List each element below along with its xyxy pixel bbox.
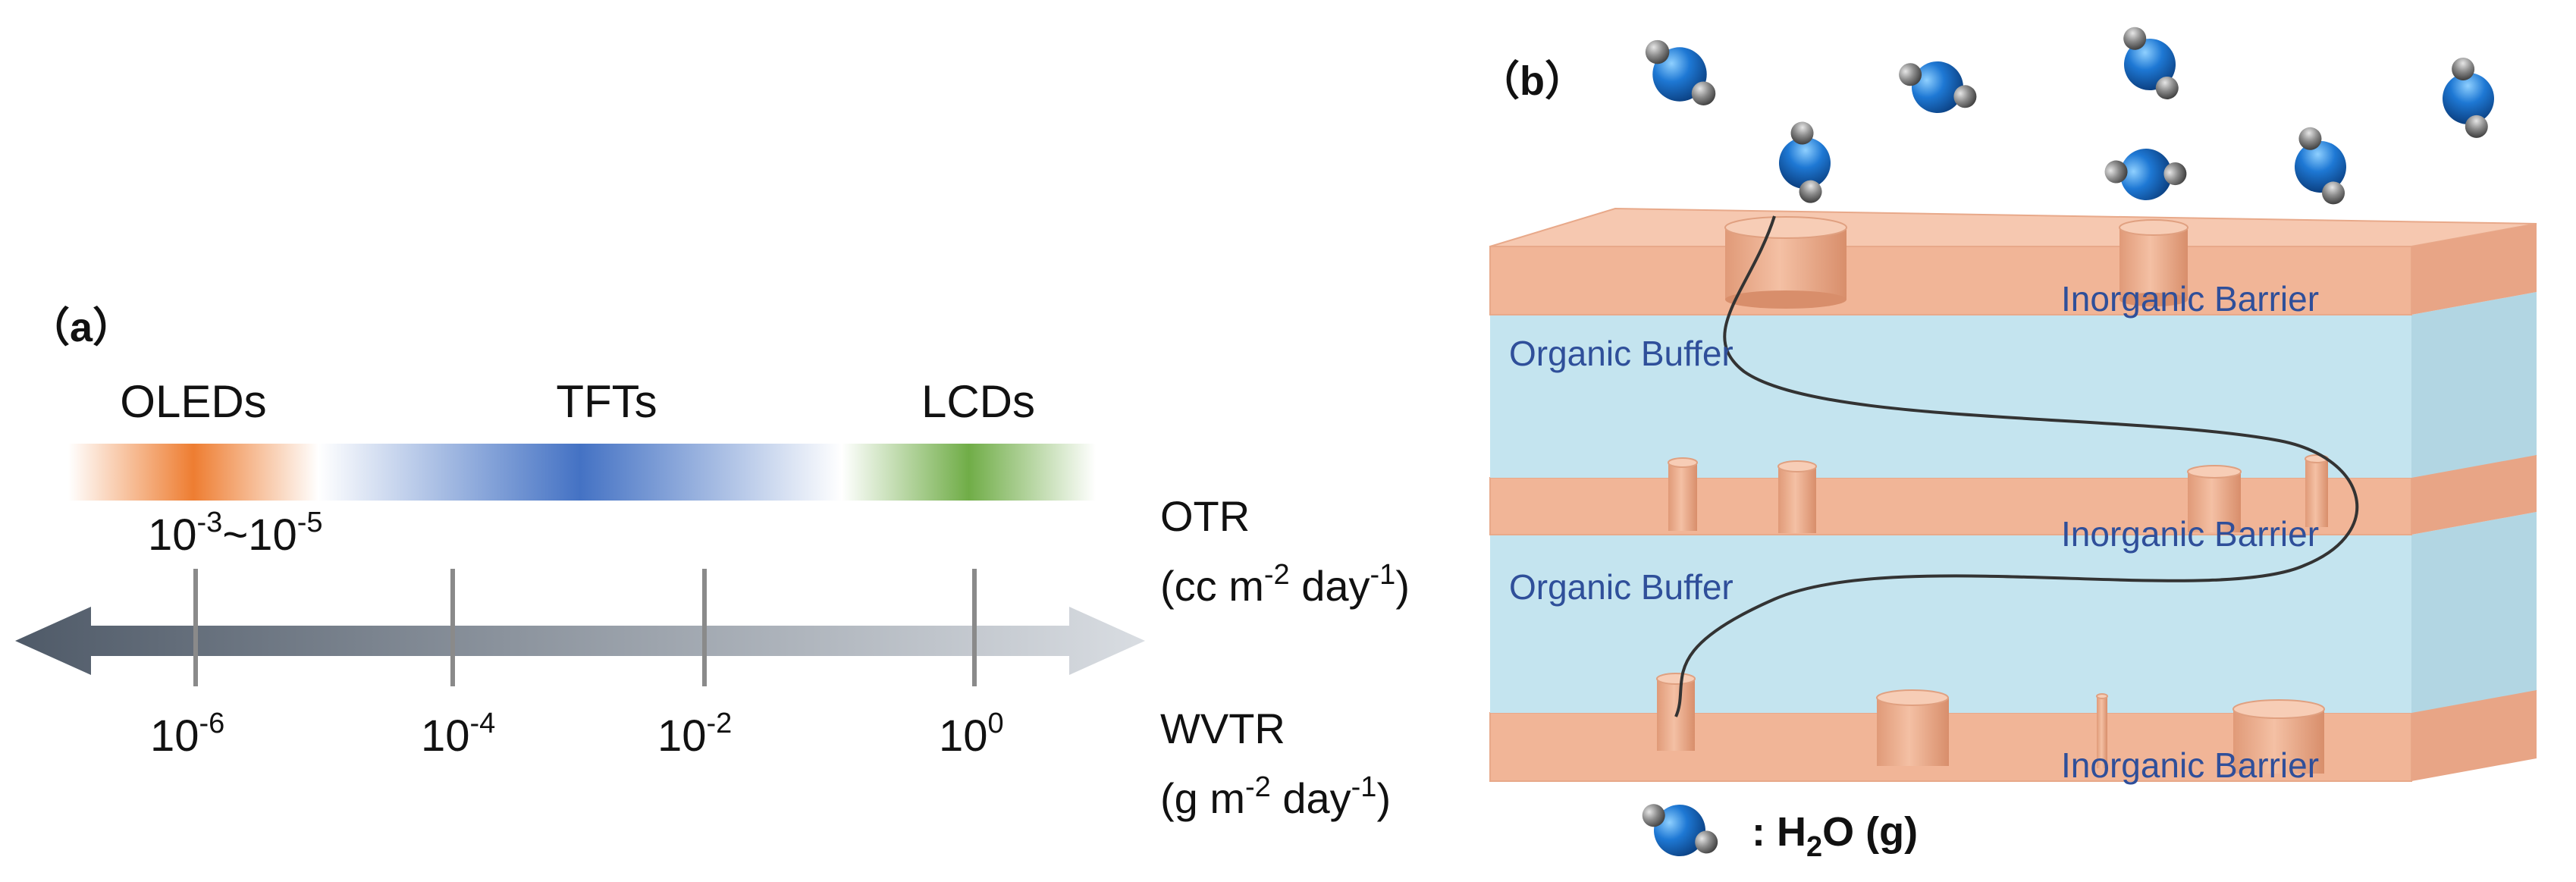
water-molecule-icon bbox=[2100, 127, 2192, 218]
otr-units: (cc m-2 day-1) bbox=[1160, 559, 1410, 610]
panel-b-label: （b） bbox=[1479, 58, 1586, 104]
tick-labels: 10-6 10-4 10-2 100 bbox=[150, 708, 1004, 761]
category-label-oleds: OLEDs bbox=[120, 376, 266, 427]
tick-label: 10-2 bbox=[657, 708, 732, 761]
inorganic-barrier-label: Inorganic Barrier bbox=[2061, 514, 2319, 554]
tick-label: 10-6 bbox=[150, 708, 224, 761]
water-molecules bbox=[1645, 24, 2515, 218]
organic-buffer-label: Organic Buffer bbox=[1509, 567, 1734, 607]
legend-label: : H2O (g) bbox=[1752, 809, 1918, 863]
tfts-band bbox=[318, 444, 842, 501]
pinhole-defect bbox=[2232, 699, 2325, 774]
water-molecule-icon bbox=[1895, 45, 1980, 127]
pinhole-defect bbox=[1724, 216, 1847, 309]
oleds-band bbox=[68, 444, 318, 501]
water-molecule-icon bbox=[2278, 123, 2365, 209]
water-molecule-icon bbox=[2424, 53, 2515, 143]
panel-b: （b） bbox=[1479, 24, 2537, 868]
otr-name: OTR bbox=[1160, 492, 1250, 540]
permeation-path bbox=[1674, 215, 2359, 717]
organic-buffer-upper bbox=[1490, 292, 2537, 478]
wvtr-name: WVTR bbox=[1160, 705, 1285, 752]
inorganic-barrier-top bbox=[1489, 207, 2537, 315]
water-molecule-icon bbox=[1760, 117, 1853, 208]
category-label-tfts: TFTs bbox=[556, 376, 657, 427]
water-molecule-icon bbox=[2110, 24, 2192, 102]
pinhole-defect bbox=[1777, 460, 1817, 533]
water-molecule-icon bbox=[1639, 789, 1721, 868]
inorganic-barrier-label: Inorganic Barrier bbox=[2061, 279, 2319, 319]
organic-buffer-lower bbox=[1490, 512, 2537, 713]
pinhole-defects bbox=[1656, 216, 2329, 774]
category-labels: OLEDs TFTs LCDs bbox=[120, 376, 1035, 427]
tick-label: 10-4 bbox=[421, 708, 495, 761]
pinhole-defect bbox=[2305, 454, 2329, 527]
lcds-band bbox=[842, 444, 1096, 501]
panel-a: （a） OLEDs TFTs LCDs 10-3~10-5 10-6 10-4 … bbox=[15, 305, 1410, 822]
pinhole-defect bbox=[1876, 689, 1949, 766]
pinhole-defect bbox=[2096, 693, 2108, 768]
water-molecule-icon bbox=[1645, 39, 1716, 105]
wvtr-units: (g m-2 day-1) bbox=[1160, 771, 1391, 822]
otr-unit-label: OTR (cc m-2 day-1) bbox=[1160, 492, 1410, 610]
organic-buffer-label: Organic Buffer bbox=[1509, 334, 1734, 373]
wvtr-unit-label: WVTR (g m-2 day-1) bbox=[1160, 705, 1391, 822]
legend: : H2O (g) bbox=[1639, 789, 1918, 868]
category-label-lcds: LCDs bbox=[921, 376, 1035, 427]
panel-a-label: （a） bbox=[29, 305, 133, 350]
axis-ticks bbox=[193, 569, 977, 686]
layer-labels: Inorganic Barrier Organic Buffer Inorgan… bbox=[1509, 279, 2319, 785]
scale-axis-arrow bbox=[15, 607, 1145, 675]
pinhole-defect bbox=[1668, 457, 1698, 531]
tick-label: 100 bbox=[939, 708, 1004, 761]
oled-range-label: 10-3~10-5 bbox=[148, 507, 323, 560]
pinhole-defect bbox=[1656, 673, 1696, 751]
pinhole-defect bbox=[2187, 465, 2242, 532]
inorganic-barrier-label: Inorganic Barrier bbox=[2061, 745, 2319, 785]
category-bands bbox=[68, 444, 1096, 501]
pinhole-defect bbox=[2119, 219, 2189, 306]
